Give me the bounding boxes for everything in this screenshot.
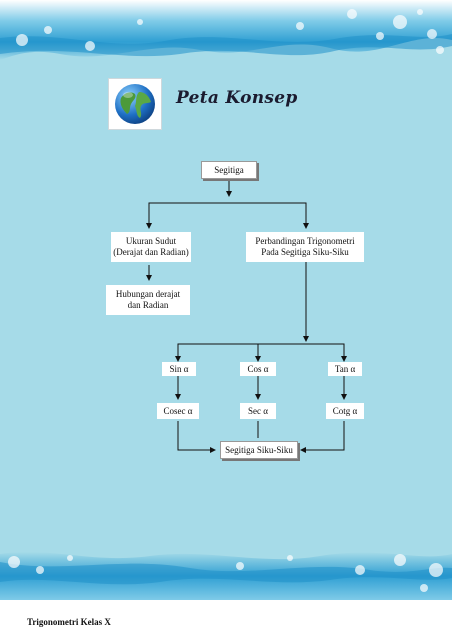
node-cos-label: Cos α: [247, 363, 269, 374]
node-perbandingan-line2: Pada Segitiga Siku-Siku: [261, 247, 349, 257]
node-cotg: Cotg α: [326, 403, 364, 419]
water-splash-bottom: [0, 551, 452, 612]
page-title: Peta Konsep: [176, 88, 298, 108]
footer-text: Trigonometri Kelas X: [27, 617, 111, 627]
node-sec: Sec α: [240, 403, 276, 419]
node-segitiga-siku-siku: Segitiga Siku-Siku: [220, 441, 298, 459]
node-sin-label: Sin α: [169, 363, 189, 374]
globe-icon: [115, 84, 155, 124]
node-tan-label: Tan α: [334, 363, 356, 374]
globe-image: [108, 78, 162, 130]
node-sin: Sin α: [162, 362, 196, 376]
node-sec-label: Sec α: [248, 405, 268, 416]
node-ukuran-sudut-line1: Ukuran Sudut: [125, 236, 177, 246]
node-segitiga-siku-siku-label: Segitiga Siku-Siku: [225, 444, 293, 455]
node-perbandingan-line1: Perbandingan Trigonometri: [255, 236, 355, 246]
node-ukuran-sudut: Ukuran Sudut (Derajat dan Radian): [111, 232, 191, 262]
node-ukuran-sudut-line2: (Derajat dan Radian): [113, 247, 189, 257]
node-tan: Tan α: [328, 362, 362, 376]
node-cosec-label: Cosec α: [163, 405, 193, 416]
node-hubungan-line2: dan Radian: [127, 300, 169, 310]
node-hubungan: Hubungan derajat dan Radian: [106, 285, 190, 315]
node-cotg-label: Cotg α: [332, 405, 358, 416]
node-hubungan-line1: Hubungan derajat: [115, 289, 181, 299]
node-segitiga-label: Segitiga: [214, 164, 244, 175]
water-splash-top: [0, 0, 452, 60]
footer-band: [0, 600, 452, 640]
node-perbandingan: Perbandingan Trigonometri Pada Segitiga …: [246, 232, 364, 262]
node-cos: Cos α: [240, 362, 276, 376]
node-segitiga: Segitiga: [201, 161, 257, 179]
node-cosec: Cosec α: [157, 403, 199, 419]
